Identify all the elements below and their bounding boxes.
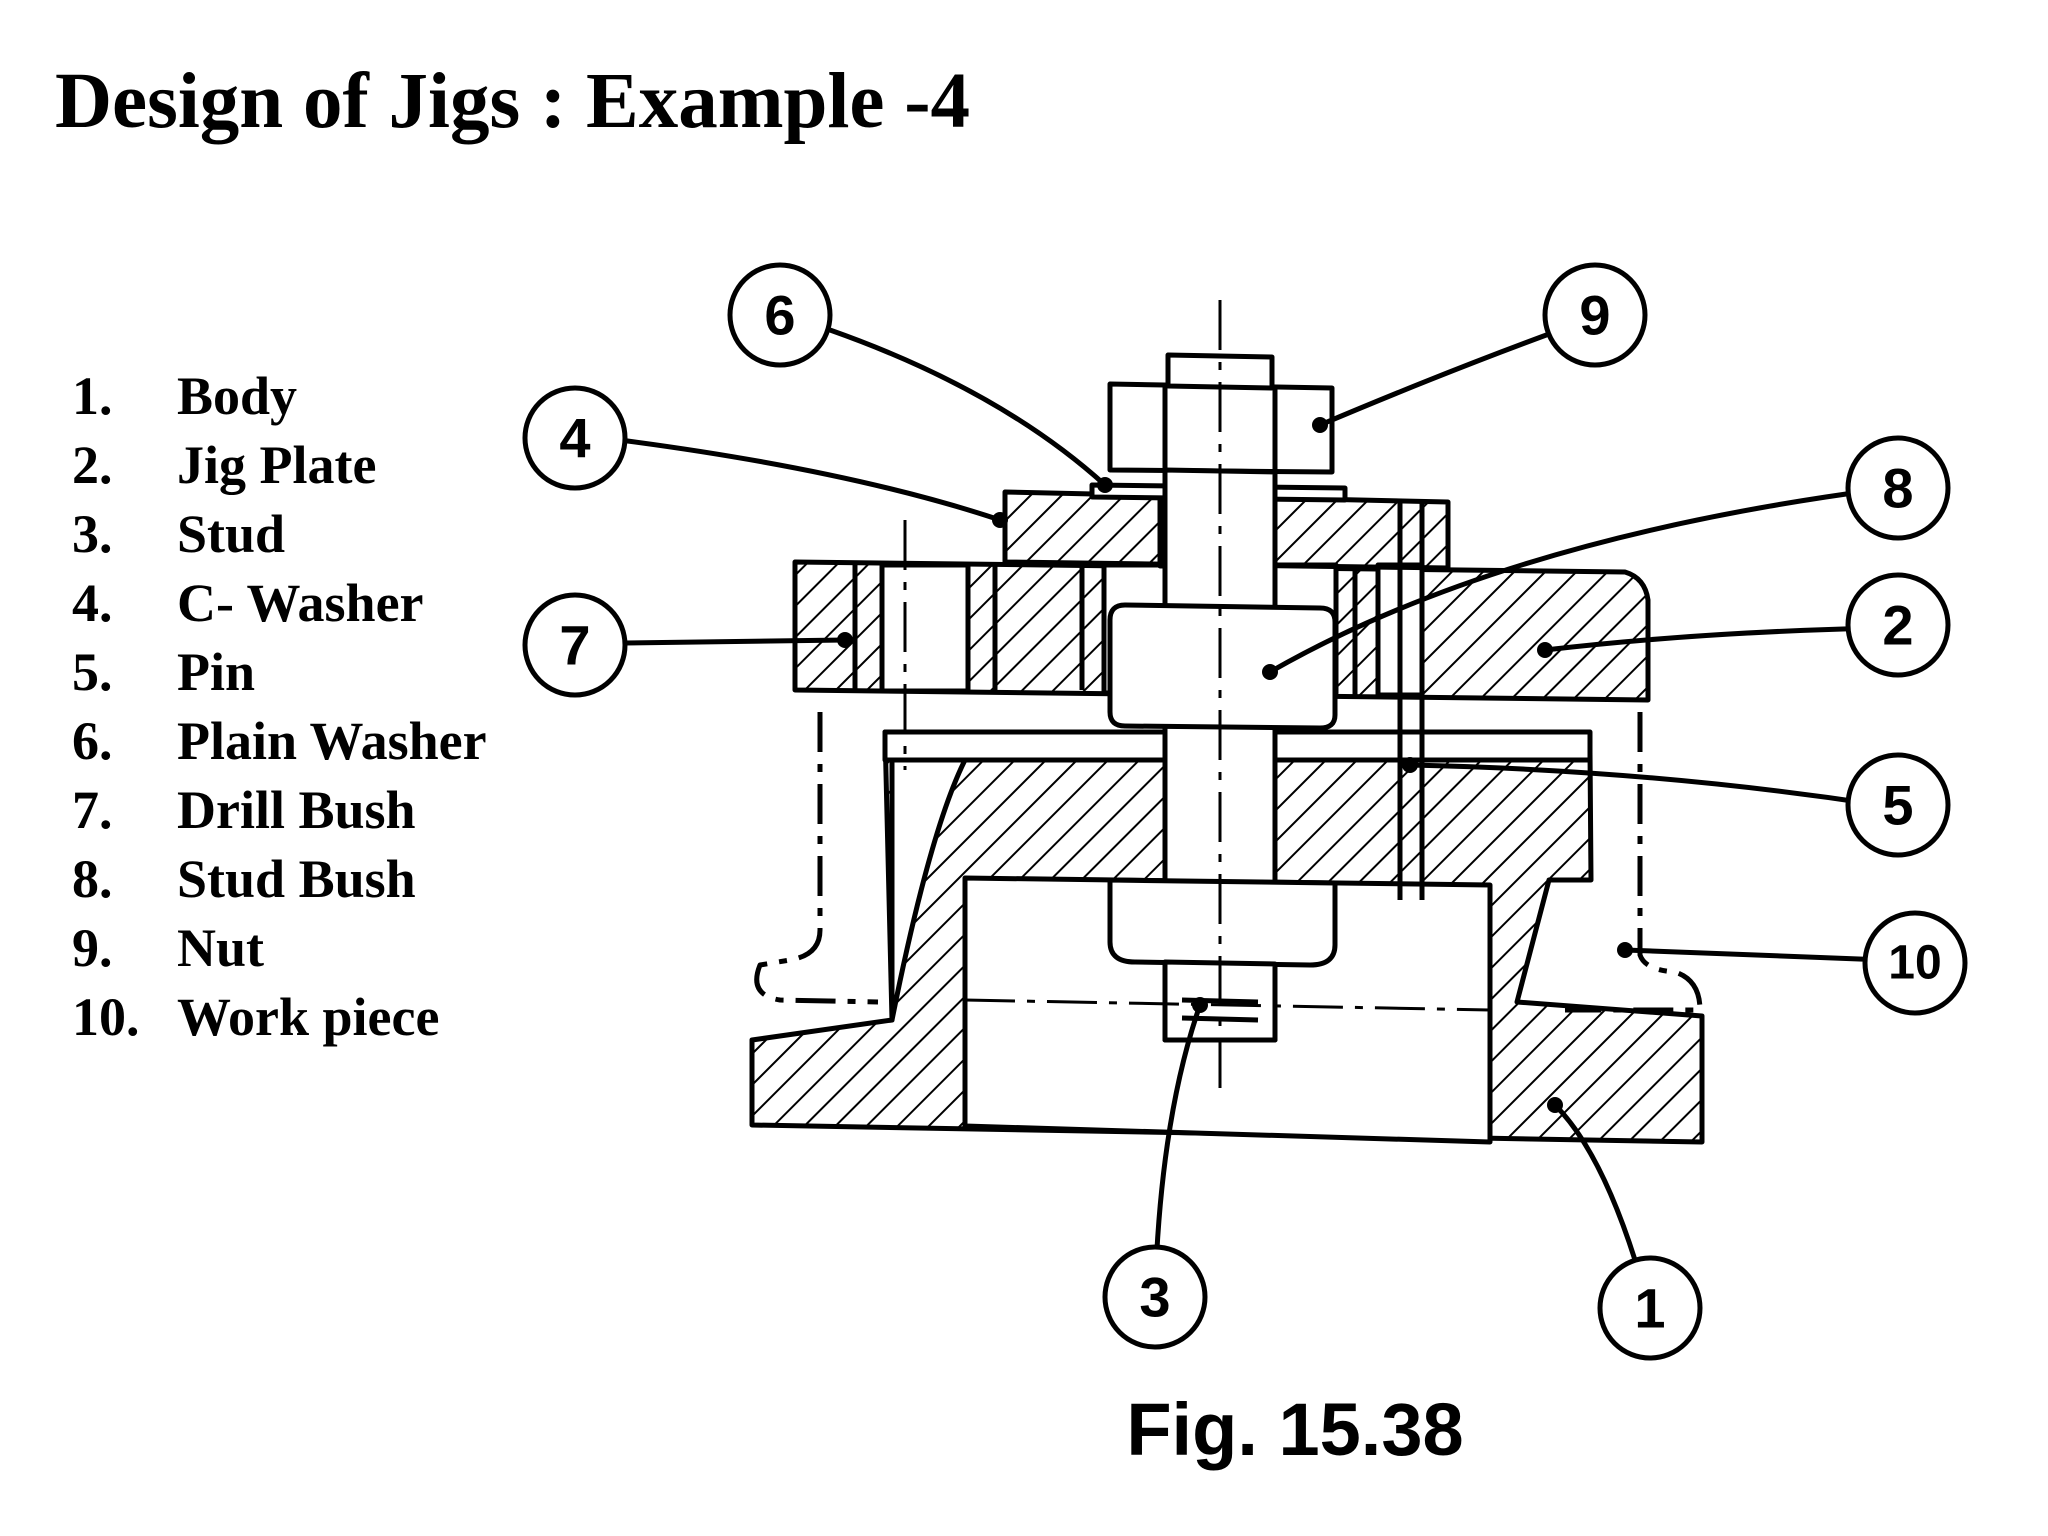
- item-label: Drill Bush: [177, 780, 416, 840]
- callout-label: 4: [559, 407, 590, 470]
- item-number: 5.: [72, 642, 113, 702]
- figure-caption: Fig. 15.38: [1126, 1388, 1463, 1471]
- leader-5: [1409, 762, 1881, 808]
- bottom-nut: [1107, 877, 1338, 968]
- item-number: 10.: [72, 987, 140, 1047]
- leader-6: [829, 327, 1107, 487]
- item-label: Work piece: [177, 987, 440, 1047]
- callout-label: 5: [1882, 774, 1913, 837]
- callout-label: 10: [1888, 937, 1941, 990]
- list-item: 10. Work piece: [72, 983, 487, 1052]
- list-item: 1. Body: [72, 362, 487, 431]
- callout-label: 3: [1139, 1266, 1170, 1329]
- callout-circle: [1845, 435, 1951, 541]
- work-piece-outline-right: [1565, 712, 1703, 1013]
- list-item: 5. Pin: [72, 638, 487, 707]
- item-number: 3.: [72, 504, 113, 564]
- slide-title: Design of Jigs : Example -4: [55, 58, 971, 145]
- parts-list: 1. Body 2. Jig Plate 3. Stud 4. C- Washer 5.…: [72, 362, 487, 1052]
- item-label: Jig Plate: [177, 435, 377, 495]
- list-item: 9. Nut: [72, 914, 487, 983]
- item-number: 1.: [72, 366, 113, 426]
- callout-circle: [1542, 262, 1648, 368]
- callout-label: 2: [1882, 594, 1913, 657]
- top-nut-chamfer: [1165, 352, 1275, 391]
- leader-8: [1268, 487, 1876, 675]
- work-piece-outline: [754, 712, 879, 1005]
- item-label: Body: [177, 366, 298, 426]
- callout-circle: [1845, 752, 1951, 858]
- callout-circle: [1845, 572, 1951, 678]
- body-fillet: [889, 757, 968, 1023]
- leader-7: [624, 637, 846, 646]
- item-label: Plain Washer: [177, 711, 487, 771]
- list-item: 6. Plain Washer: [72, 707, 487, 776]
- stud-bush: [1107, 602, 1338, 731]
- leader-1: [1553, 1103, 1638, 1261]
- callout-circle: [1102, 1244, 1208, 1350]
- callout-circle: [1862, 910, 1968, 1016]
- leader-4: [619, 437, 1001, 523]
- item-number: 7.: [72, 780, 113, 840]
- callout-circle: [522, 592, 628, 698]
- leader-2: [1544, 625, 1881, 653]
- item-number: 9.: [72, 918, 113, 978]
- item-label: Stud Bush: [177, 849, 416, 909]
- list-item: 8. Stud Bush: [72, 845, 487, 914]
- leader-10: [1624, 947, 1886, 963]
- callout-label: 7: [559, 614, 590, 677]
- callout-circle: [522, 385, 628, 491]
- callout-circle: [727, 262, 833, 368]
- callout-label: 9: [1579, 284, 1610, 347]
- list-item: 2. Jig Plate: [72, 431, 487, 500]
- callout-label: 1: [1634, 1277, 1665, 1340]
- item-label: Pin: [177, 642, 256, 702]
- drill-hole: [879, 562, 971, 694]
- item-label: Nut: [177, 918, 265, 978]
- item-label: C- Washer: [177, 573, 424, 633]
- item-number: 6.: [72, 711, 113, 771]
- item-number: 2.: [72, 435, 113, 495]
- callout-label: 8: [1882, 457, 1913, 520]
- item-label: Stud: [177, 504, 286, 564]
- list-item: 3. Stud: [72, 500, 487, 569]
- list-item: 7. Drill Bush: [72, 776, 487, 845]
- leader-9: [1319, 327, 1561, 428]
- item-number: 4.: [72, 573, 113, 633]
- callout-circle: [1597, 1255, 1703, 1361]
- callout-label: 6: [764, 284, 795, 347]
- list-item: 4. C- Washer: [72, 569, 487, 638]
- item-number: 8.: [72, 849, 113, 909]
